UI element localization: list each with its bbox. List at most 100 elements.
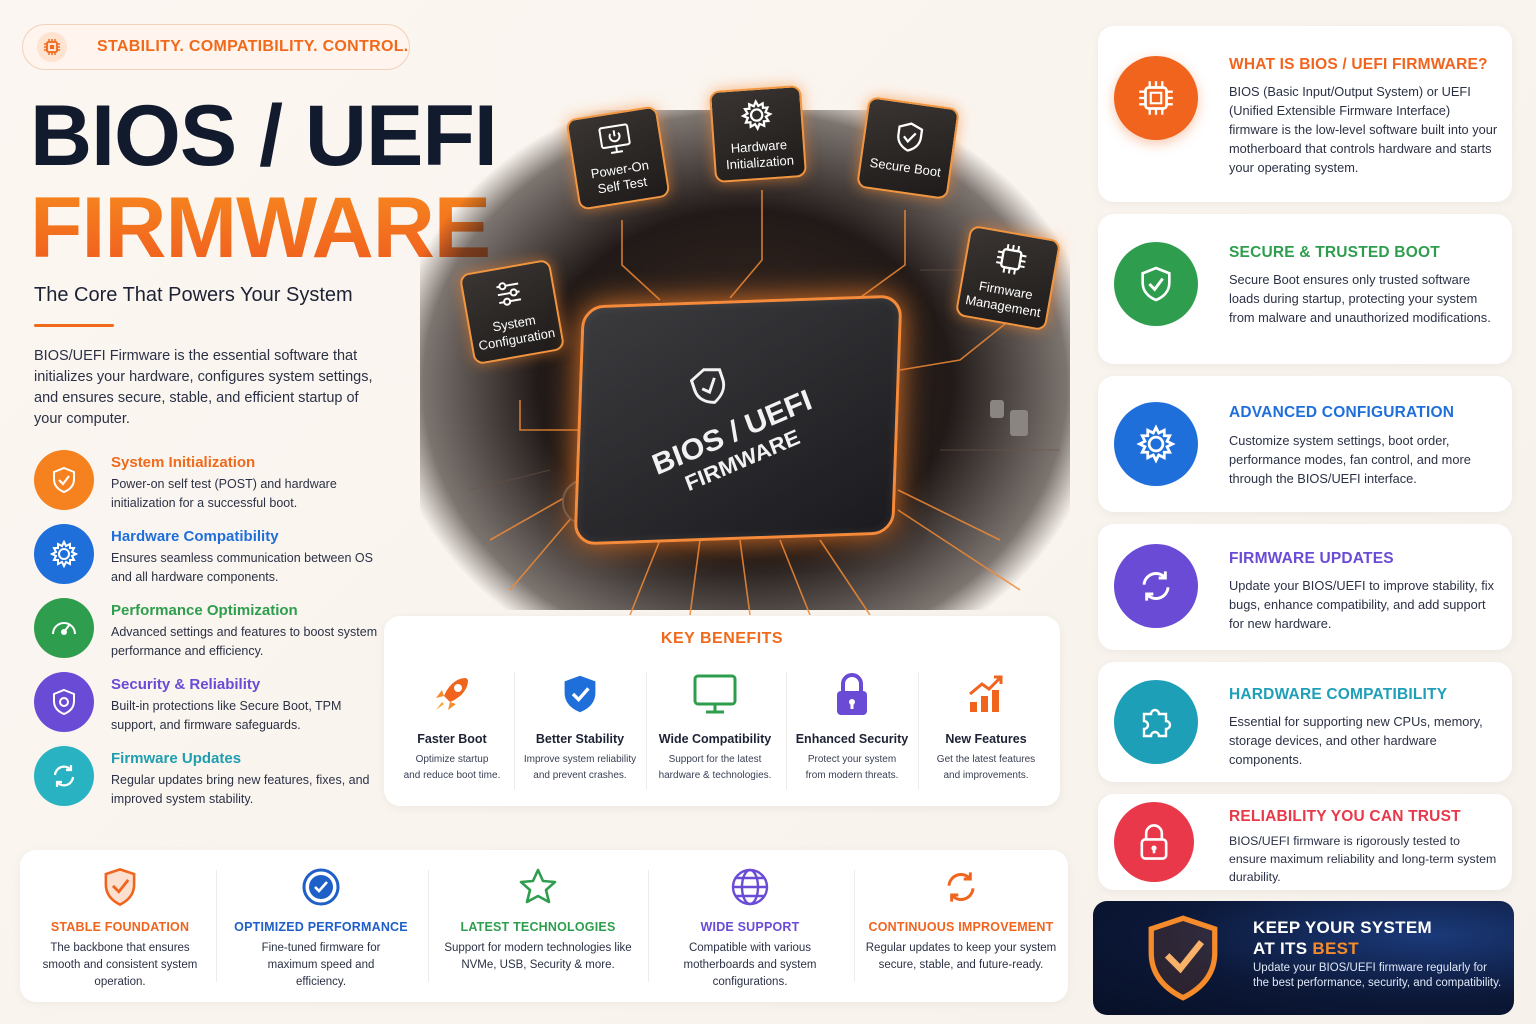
divider	[514, 672, 515, 790]
info-card-advanced-config: ADVANCED CONFIGURATION Customize system …	[1098, 376, 1512, 512]
info-card-reliability: RELIABILITY YOU CAN TRUST BIOS/UEFI firm…	[1098, 794, 1512, 890]
feature-title: Performance Optimization	[111, 602, 298, 619]
banner-title: KEEP YOUR SYSTEM AT ITS BEST	[1253, 917, 1432, 959]
feature-title: Security & Reliability	[111, 676, 261, 693]
highlight-item: LATEST TECHNOLOGIES Support for modern t…	[438, 866, 638, 974]
divider	[216, 870, 217, 982]
node-power-on-self-test: Power-On Self Test	[565, 105, 671, 211]
benefit-desc: hardware & technologies.	[658, 770, 772, 781]
benefit-item: Better Stability Improve system reliabil…	[516, 666, 644, 792]
puzzle-icon	[1114, 680, 1198, 764]
divider	[786, 672, 787, 790]
divider	[648, 870, 649, 982]
benefit-item: Enhanced Security Protect your system fr…	[788, 666, 916, 792]
highlight-item: STABLE FOUNDATION The backbone that ensu…	[30, 866, 210, 991]
highlight-item: CONTINUOUS IMPROVEMENT Regular updates t…	[864, 866, 1058, 974]
node-label: Firmware Management	[964, 278, 1042, 321]
feature-desc: Regular updates bring new features, fixe…	[111, 773, 370, 806]
shield-check-icon	[897, 122, 924, 152]
node-hardware-initialization: Hardware Initialization	[708, 84, 808, 184]
gear-icon	[740, 99, 773, 132]
key-benefits-panel: KEY BENEFITS Faster Boot Optimize startu…	[384, 616, 1060, 806]
highlight-title: CONTINUOUS IMPROVEMENT	[868, 920, 1054, 934]
card-title: FIRMWARE UPDATES	[1229, 550, 1394, 567]
feature-title: Firmware Updates	[111, 750, 242, 767]
banner-desc: Update your BIOS/UEFI firmware regularly…	[1253, 962, 1502, 989]
benefit-desc: from modern threats.	[805, 770, 899, 781]
card-desc: Secure Boot ensures only trusted softwar…	[1229, 272, 1491, 325]
check-circle-icon	[228, 866, 414, 908]
feature-item: Security & Reliability Built-in protecti…	[34, 672, 374, 746]
benefit-desc: Improve system reliability	[523, 754, 637, 765]
node-label: Power-On Self Test	[589, 157, 650, 197]
shield-check-icon	[30, 866, 210, 908]
chip-icon	[996, 243, 1027, 275]
card-title: SECURE & TRUSTED BOOT	[1229, 244, 1440, 261]
highlight-title: STABLE FOUNDATION	[50, 920, 190, 934]
feature-desc: Built-in protections like Secure Boot, T…	[111, 699, 342, 732]
key-benefits-title: KEY BENEFITS	[660, 630, 784, 647]
benefit-desc: Protect your system	[807, 754, 897, 765]
highlight-desc: Fine-tuned firmware for maximum speed an…	[261, 942, 381, 988]
sliders-icon	[496, 282, 522, 306]
page-subtitle: The Core That Powers Your System	[34, 284, 353, 306]
benefit-desc: and improvements.	[943, 770, 1029, 781]
info-card-firmware-updates: FIRMWARE UPDATES Update your BIOS/UEFI t…	[1098, 524, 1512, 650]
feature-item: Performance Optimization Advanced settin…	[34, 598, 377, 672]
subtitle-divider	[34, 324, 114, 327]
shield-check-icon	[34, 450, 94, 510]
gear-icon	[34, 524, 94, 584]
node-system-configuration: System Configuration	[458, 258, 566, 366]
info-card-secure-boot: SECURE & TRUSTED BOOT Secure Boot ensure…	[1098, 214, 1512, 364]
benefit-title: Wide Compatibility	[658, 732, 772, 746]
refresh-icon	[1114, 544, 1198, 628]
benefit-desc: Optimize startup	[415, 754, 489, 765]
benefit-desc: Get the latest features	[936, 754, 1036, 765]
banner-title-line1: KEEP YOUR SYSTEM	[1253, 918, 1432, 937]
banner-title-line2: AT ITS	[1253, 939, 1313, 958]
bottom-highlights: STABLE FOUNDATION The backbone that ensu…	[20, 850, 1068, 1002]
highlight-title: WIDE SUPPORT	[700, 920, 800, 934]
shield-check-icon	[1114, 242, 1198, 326]
highlight-desc: The backbone that ensures smooth and con…	[42, 942, 198, 988]
shield-icon	[34, 672, 94, 732]
info-card-what-is: WHAT IS BIOS / UEFI FIRMWARE? BIOS (Basi…	[1098, 26, 1512, 202]
globe-icon	[660, 866, 840, 908]
node-label: System Configuration	[477, 312, 557, 354]
shield-check-icon	[689, 368, 726, 404]
feature-title: System Initialization	[111, 454, 256, 471]
node-label: Hardware Initialization	[725, 137, 795, 173]
lock-icon	[788, 666, 916, 722]
benefit-desc: and prevent crashes.	[533, 770, 627, 781]
card-title: ADVANCED CONFIGURATION	[1229, 404, 1455, 421]
page-title-line2: FIRMWARE	[30, 180, 491, 276]
highlight-item: OPTIMIZED PERFORMANCE Fine-tuned firmwar…	[228, 866, 414, 991]
refresh-icon	[34, 746, 94, 806]
monitor-power-icon	[598, 123, 631, 155]
node-firmware-management: Firmware Management	[954, 224, 1062, 332]
benefit-item: Wide Compatibility Support for the lates…	[648, 666, 782, 792]
benefit-desc: Support for the latest	[668, 754, 762, 765]
chart-up-icon	[920, 666, 1052, 722]
tagline-text: STABILITY. COMPATIBILITY. CONTROL.	[97, 38, 409, 55]
highlight-item: WIDE SUPPORT Compatible with various mot…	[660, 866, 840, 991]
lock-icon	[1114, 802, 1194, 882]
star-icon	[438, 866, 638, 908]
card-title: WHAT IS BIOS / UEFI FIRMWARE?	[1229, 56, 1488, 73]
chip-icon	[37, 32, 67, 62]
monitor-icon	[648, 666, 782, 722]
banner-title-highlight: BEST	[1312, 939, 1359, 958]
firmware-chip: BIOS / UEFI FIRMWARE	[573, 294, 903, 546]
node-label: Secure Boot	[868, 154, 942, 180]
highlight-title: LATEST TECHNOLOGIES	[460, 920, 616, 934]
feature-item: System Initialization Power-on self test…	[34, 450, 374, 524]
feature-desc: Advanced settings and features to boost …	[111, 625, 378, 658]
card-desc: BIOS (Basic Input/Output System) or UEFI…	[1229, 84, 1498, 175]
firmware-board-illustration: System Configuration Power-On Self Test …	[400, 70, 1090, 615]
highlight-desc: Support for modern technologies like NVM…	[444, 942, 632, 971]
highlight-desc: Compatible with various motherboards and…	[683, 942, 817, 988]
benefit-item: New Features Get the latest features and…	[920, 666, 1052, 792]
highlight-title: OPTIMIZED PERFORMANCE	[234, 920, 408, 934]
refresh-icon	[864, 866, 1058, 908]
info-card-hardware-compat: HARDWARE COMPATIBILITY Essential for sup…	[1098, 662, 1512, 782]
